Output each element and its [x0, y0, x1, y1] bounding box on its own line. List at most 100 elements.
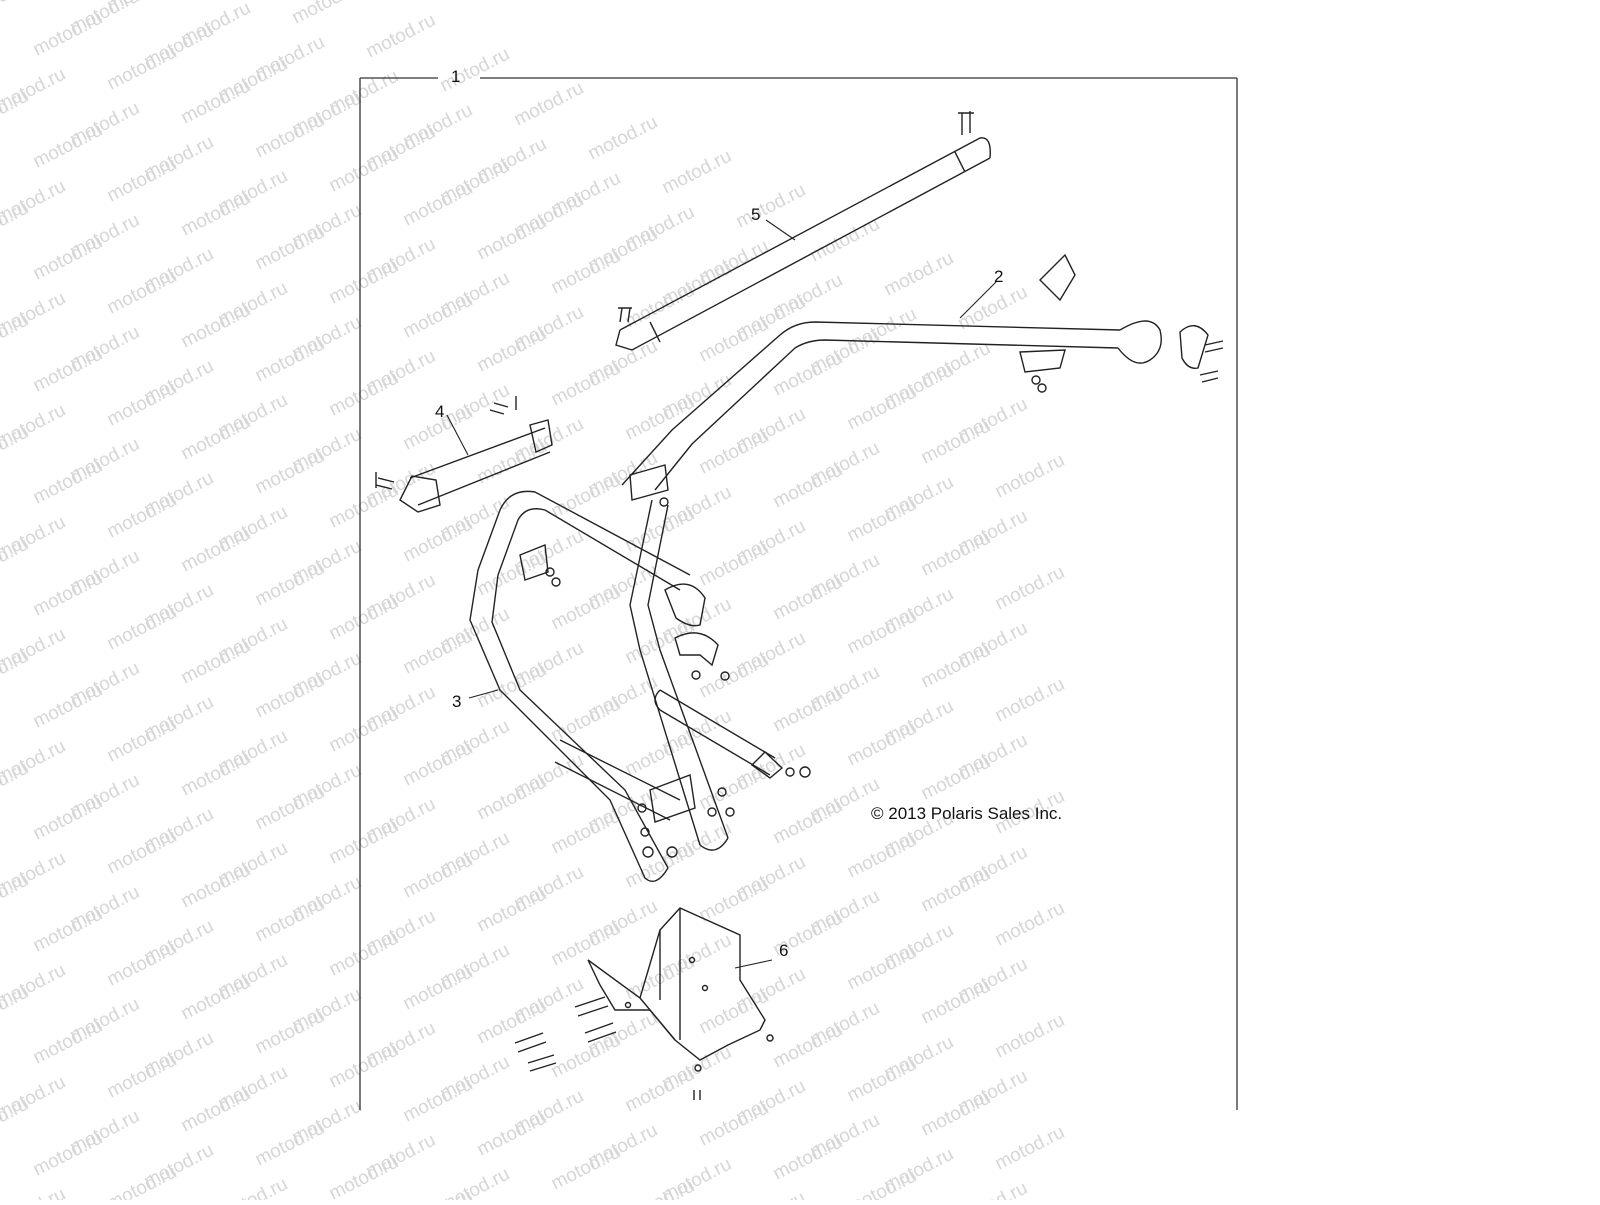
watermark-text: motod.ru	[30, 792, 106, 845]
watermark-text: motod.ru	[696, 538, 772, 591]
watermark-text: motod.ru	[400, 178, 476, 231]
watermark-text: motod.ru	[30, 568, 106, 621]
watermark-text: motod.ru	[696, 1098, 772, 1151]
watermark-text: motod.ru	[326, 1040, 402, 1093]
watermark-text: motod.ru	[289, 0, 365, 28]
watermark-text: motod.ru	[992, 1010, 1068, 1063]
watermark-text: motod.ru	[918, 864, 994, 917]
watermark-text: motod.ru	[0, 1184, 69, 1200]
watermark-text: motod.ru	[992, 1122, 1068, 1175]
watermark-text: motod.ru	[104, 42, 180, 95]
assembly-frame	[359, 77, 1238, 1110]
watermark-text: motod.ru	[474, 884, 550, 937]
watermark-text: motod.ru	[474, 548, 550, 601]
watermark-text: motod.ru	[992, 450, 1068, 503]
part-2-roll-bar	[621, 253, 1224, 507]
watermark-text: motod.ru	[622, 728, 698, 781]
watermark-text: motod.ru	[30, 904, 106, 957]
part-3-main-frame	[469, 490, 811, 882]
watermark-text: motod.ru	[733, 1188, 809, 1200]
watermark-text: motod.ru	[770, 1132, 846, 1185]
watermark-text: motod.ru	[104, 378, 180, 431]
copyright-notice: © 2013 Polaris Sales Inc.	[871, 804, 1063, 823]
watermark-text: motod.ru	[474, 324, 550, 377]
watermark-text: motod.ru	[770, 572, 846, 625]
watermark-text: motod.ru	[844, 942, 920, 995]
watermark-text: motod.ru	[30, 344, 106, 397]
watermark-text: motod.ru	[252, 670, 328, 723]
watermark-text: motod.ru	[844, 718, 920, 771]
watermark-text: motod.ru	[474, 212, 550, 265]
watermark-text: motod.ru	[659, 146, 735, 199]
watermark-text: motod.ru	[363, 10, 439, 63]
watermark-text: motod.ru	[992, 674, 1068, 727]
watermark-text: motod.ru	[30, 8, 106, 61]
watermark-text: motod.ru	[326, 256, 402, 309]
watermark-text: motod.ru	[30, 680, 106, 733]
watermark-text: motod.ru	[30, 232, 106, 285]
watermark-text: motod.ru	[474, 772, 550, 825]
watermark-text: motod.ru	[918, 976, 994, 1029]
callout-6: 6	[779, 941, 789, 960]
watermark-text: motod.ru	[0, 0, 32, 26]
watermark-text: motod.ru	[770, 1020, 846, 1073]
watermark-text: motod.ru	[400, 738, 476, 791]
watermark-text: motod.ru	[548, 806, 624, 859]
watermark-text: motod.ru	[844, 1166, 920, 1200]
watermark-text: motod.ru	[178, 188, 254, 241]
watermark-text: motod.ru	[30, 456, 106, 509]
watermark-text: motod.ru	[918, 528, 994, 581]
watermark-text: motod.ru	[955, 1178, 1031, 1200]
watermark-text: motod.ru	[622, 280, 698, 333]
callout-5: 5	[751, 205, 761, 224]
watermark-text: motod.ru	[252, 558, 328, 611]
watermark-text: motod.ru	[733, 180, 809, 233]
leader-lines	[446, 219, 997, 969]
watermark-text: motod.ru	[178, 1084, 254, 1137]
watermark-text: motod.ru	[178, 972, 254, 1025]
watermark-text: motod.ru	[252, 782, 328, 835]
watermark-text: motod.ru	[400, 626, 476, 679]
watermark-text: motod.ru	[770, 684, 846, 737]
watermark-text: motod.ru	[30, 1128, 106, 1181]
part-6-bracket-plate	[514, 907, 774, 1100]
watermark-text: motod.ru	[696, 650, 772, 703]
watermark-text: motod.ru	[178, 748, 254, 801]
watermark-text: motod.ru	[178, 412, 254, 465]
watermark-text: motod.ru	[622, 840, 698, 893]
watermark-text: motod.ru	[511, 78, 587, 131]
watermark-text: motod.ru	[252, 1118, 328, 1171]
watermark-text: motod.ru	[918, 752, 994, 805]
watermark-text: motod.ru	[326, 1152, 402, 1200]
watermark-text: motod.ru	[622, 392, 698, 445]
watermark-text: motod.ru	[844, 494, 920, 547]
watermark-text: motod.ru	[104, 266, 180, 319]
watermark-text: motod.ru	[178, 524, 254, 577]
watermark-text: motod.ru	[918, 1088, 994, 1141]
watermark-text: motod.ru	[104, 1162, 180, 1200]
watermark-text: motod.ru	[326, 368, 402, 421]
watermark-text: motod.ru	[252, 222, 328, 275]
watermark-text: motod.ru	[585, 112, 661, 165]
watermark-text: motod.ru	[252, 1006, 328, 1059]
watermark-text: motod.ru	[770, 460, 846, 513]
watermark-text: motod.ru	[474, 660, 550, 713]
watermark-text: motod.ru	[104, 1050, 180, 1103]
watermark-text: motod.ru	[696, 314, 772, 367]
watermark-text: motod.ru	[104, 714, 180, 767]
watermark-text: motod.ru	[474, 1108, 550, 1161]
watermark-text: motod.ru	[437, 44, 513, 97]
watermark-text: motod.ru	[770, 796, 846, 849]
watermark-text: motod.ru	[548, 470, 624, 523]
watermark-text: motod.ru	[326, 480, 402, 533]
watermark-text: motod.ru	[696, 426, 772, 479]
watermark-text: motod.ru	[400, 290, 476, 343]
watermark-text: motod.ru	[178, 76, 254, 129]
watermark-text: motod.ru	[400, 962, 476, 1015]
watermark-text: motod.ru	[548, 582, 624, 635]
watermark-text: motod.ru	[474, 996, 550, 1049]
watermark-text: motod.ru	[215, 1174, 291, 1200]
watermark-text: motod.ru	[326, 928, 402, 981]
watermark-text: motod.ru	[548, 1142, 624, 1195]
